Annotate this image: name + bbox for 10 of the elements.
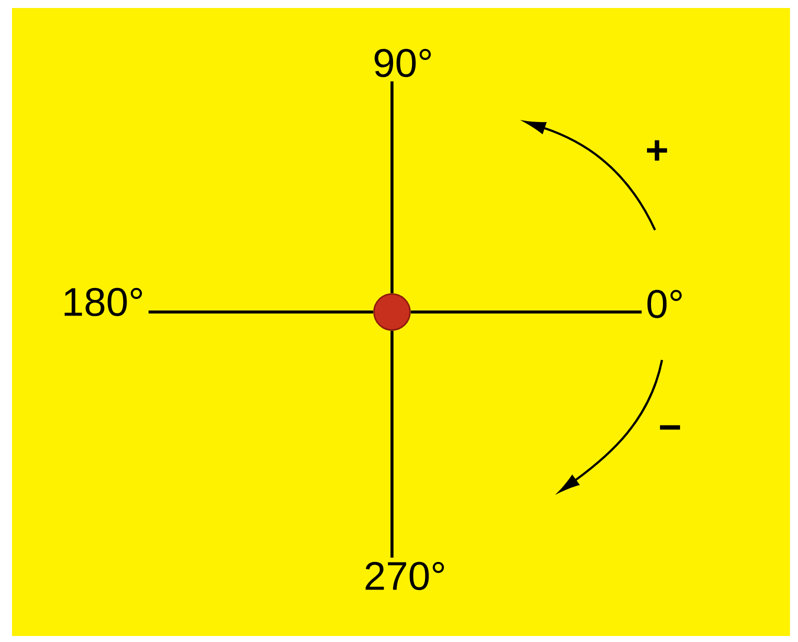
axis-line <box>410 310 642 314</box>
angle-label: 90° <box>374 48 431 78</box>
axis-line <box>390 330 394 558</box>
sign-label: − <box>660 425 680 430</box>
center-dot <box>373 293 411 331</box>
axis-line <box>148 310 374 314</box>
angle-label: 180° <box>64 288 142 316</box>
angle-label: 270° <box>366 562 444 590</box>
axis-line <box>390 81 394 294</box>
angle-label: 0° <box>647 290 682 318</box>
